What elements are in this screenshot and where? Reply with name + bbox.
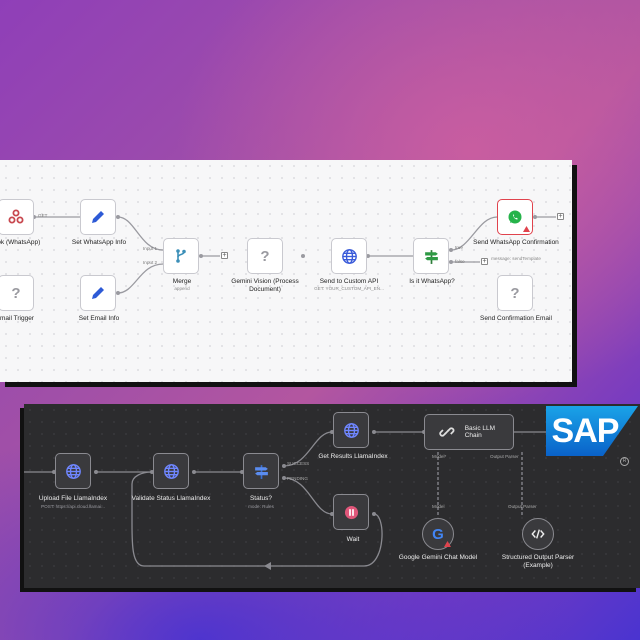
webhook-node[interactable]: [0, 199, 34, 235]
validate-status-llamaindex-label: Validate Status LlamaIndex: [131, 495, 211, 502]
pause-icon: [344, 505, 358, 519]
question-icon: ?: [11, 284, 21, 302]
structured-output-parser-node[interactable]: [522, 518, 554, 550]
set-whatsapp-info-node[interactable]: [80, 199, 116, 235]
sap-logo-text: SAP: [551, 411, 620, 450]
google-gemini-chat-model-node[interactable]: G: [422, 518, 454, 550]
basic-llm-chain-label: Basic LLM Chain: [464, 425, 496, 439]
merge-node[interactable]: [163, 238, 199, 274]
globe-icon: [341, 248, 357, 264]
basic-llm-chain-node[interactable]: Basic LLM Chain: [424, 414, 514, 450]
send-custom-api-label: Send to Custom API: [319, 278, 379, 285]
validate-status-llamaindex-node[interactable]: [153, 453, 189, 489]
edge-label-input2: Input 2: [143, 260, 158, 265]
registered-mark: R: [620, 457, 629, 466]
warning-icon: [523, 226, 530, 232]
gemini-model-port: Model: [432, 504, 445, 509]
email-trigger-label: mail Trigger: [0, 315, 34, 322]
upload-file-llamaindex-label: Upload File LlamaIndex: [38, 495, 108, 502]
signpost-icon: [254, 464, 268, 479]
is-whatsapp-label: Is it WhatsApp?: [409, 278, 455, 285]
gemini-vision-label: Gemini Vision (Process Document): [231, 278, 299, 293]
edge-label-true: true: [455, 245, 463, 250]
bottom-workflow-canvas[interactable]: Upload File LlamaIndex POST: https://api…: [24, 404, 640, 588]
set-email-info-node[interactable]: [80, 275, 116, 311]
status-switch-label: Status?: [249, 495, 273, 502]
output-parser-port: Output Parser: [508, 504, 537, 509]
warning-icon: [444, 541, 451, 547]
llm-chain-output-parser-port: Output Parser: [490, 454, 519, 459]
status-switch-sub: mode: Rules: [248, 504, 274, 509]
edge-label-pending: PENDING: [287, 476, 308, 481]
globe-icon: [65, 463, 81, 479]
upload-file-llamaindex-node[interactable]: [55, 453, 91, 489]
add-node-false-button[interactable]: +: [481, 258, 488, 265]
upload-file-llamaindex-sub: POST: https://api.cloud.llamai...: [41, 504, 105, 509]
top-wires: [32, 215, 556, 295]
get-results-llamaindex-label: Get Results LlamaIndex: [318, 453, 388, 460]
add-node-after-whatsapp-button[interactable]: +: [557, 213, 564, 220]
send-whatsapp-confirmation-label: Send WhatsApp Confirmation: [473, 239, 559, 246]
wait-label: Wait: [346, 536, 360, 543]
add-node-button[interactable]: +: [221, 252, 228, 259]
edge-label-success: SUCCESS: [287, 461, 310, 466]
send-whatsapp-confirmation-sub: message: sendTemplate: [491, 256, 541, 261]
email-trigger-node[interactable]: ?: [0, 275, 34, 311]
merge-icon: [176, 249, 186, 263]
link-icon: [439, 427, 455, 437]
globe-icon: [163, 463, 179, 479]
edge-label-false: false: [455, 259, 465, 264]
send-custom-api-node[interactable]: [331, 238, 367, 274]
pencil-icon: [92, 287, 104, 299]
set-email-info-label: Set Email Info: [78, 315, 120, 322]
send-whatsapp-confirmation-node[interactable]: [497, 199, 533, 235]
merge-label: Merge: [172, 278, 192, 285]
top-workflow-canvas[interactable]: ook (WhatsApp) GET Set WhatsApp Info ? m…: [0, 160, 572, 382]
get-results-llamaindex-node[interactable]: [333, 412, 369, 448]
send-confirmation-email-node[interactable]: ?: [497, 275, 533, 311]
merge-sub: append: [174, 286, 190, 291]
status-switch-node[interactable]: [243, 453, 279, 489]
llm-chain-model-port: Model*: [432, 454, 447, 459]
webhook-label: ook (WhatsApp): [0, 239, 41, 246]
globe-icon: [343, 422, 359, 438]
is-whatsapp-node[interactable]: [413, 238, 449, 274]
gemini-vision-node[interactable]: ?: [247, 238, 283, 274]
wait-node[interactable]: [333, 494, 369, 530]
code-icon: [531, 529, 545, 539]
send-confirmation-email-label: Send Confirmation Email: [480, 315, 552, 322]
structured-output-parser-label: Structured Output Parser (Example): [501, 554, 575, 569]
edge-label-get: GET: [38, 213, 48, 218]
signpost-icon: [424, 249, 438, 264]
google-gemini-chat-model-label: Google Gemini Chat Model: [398, 554, 478, 561]
set-whatsapp-info-label: Set WhatsApp Info: [71, 239, 127, 246]
whatsapp-icon: [508, 210, 522, 224]
webhook-icon: [8, 209, 24, 224]
google-icon: G: [432, 525, 444, 543]
question-icon: ?: [260, 247, 270, 265]
question-icon: ?: [510, 284, 520, 302]
pencil-icon: [92, 211, 104, 223]
edge-label-input1: Input 1: [143, 246, 158, 251]
send-custom-api-sub: GET: YOUR_CUSTOM_API_EN...: [314, 286, 384, 291]
